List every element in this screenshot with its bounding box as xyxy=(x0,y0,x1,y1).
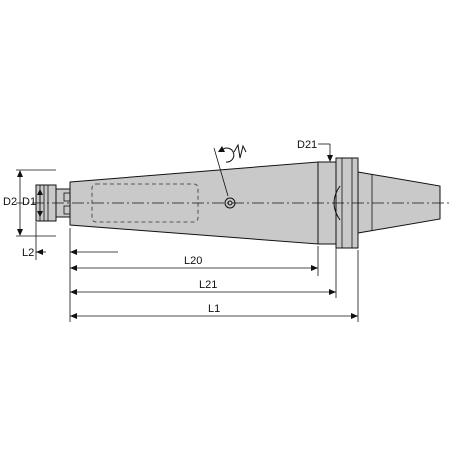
d2-label: D2 xyxy=(3,196,17,208)
l2-arrow-left xyxy=(36,249,43,255)
pin-slot xyxy=(63,205,71,215)
rear-taper xyxy=(357,171,441,234)
l2-arrow-right xyxy=(70,249,77,255)
l21-arrow-right xyxy=(329,289,336,295)
pin-slot xyxy=(63,192,71,202)
l1-arrow-left xyxy=(70,313,77,319)
d2-label-bg xyxy=(2,194,16,208)
d2-arrow-bottom xyxy=(17,229,23,236)
l1-arrow-right xyxy=(351,313,358,319)
d1-arrow-top xyxy=(37,189,43,195)
l21-label: L21 xyxy=(199,279,217,291)
d1-label: D1 xyxy=(22,196,36,208)
screw-leader xyxy=(213,147,229,197)
d21-label: D21 xyxy=(297,139,317,151)
rotation-icon xyxy=(218,146,235,163)
l20-arrow-left xyxy=(70,265,77,271)
l20-label: L20 xyxy=(184,255,202,267)
d1-arrow-bottom xyxy=(37,211,43,217)
d21-arrow xyxy=(327,155,333,162)
tool-symbol-icon xyxy=(233,143,247,159)
l2-label: L2 xyxy=(22,247,34,259)
l21-arrow-left xyxy=(70,289,77,295)
l1-label: L1 xyxy=(208,303,220,315)
l20-arrow-right xyxy=(311,265,318,271)
d2-arrow-top xyxy=(17,170,23,177)
